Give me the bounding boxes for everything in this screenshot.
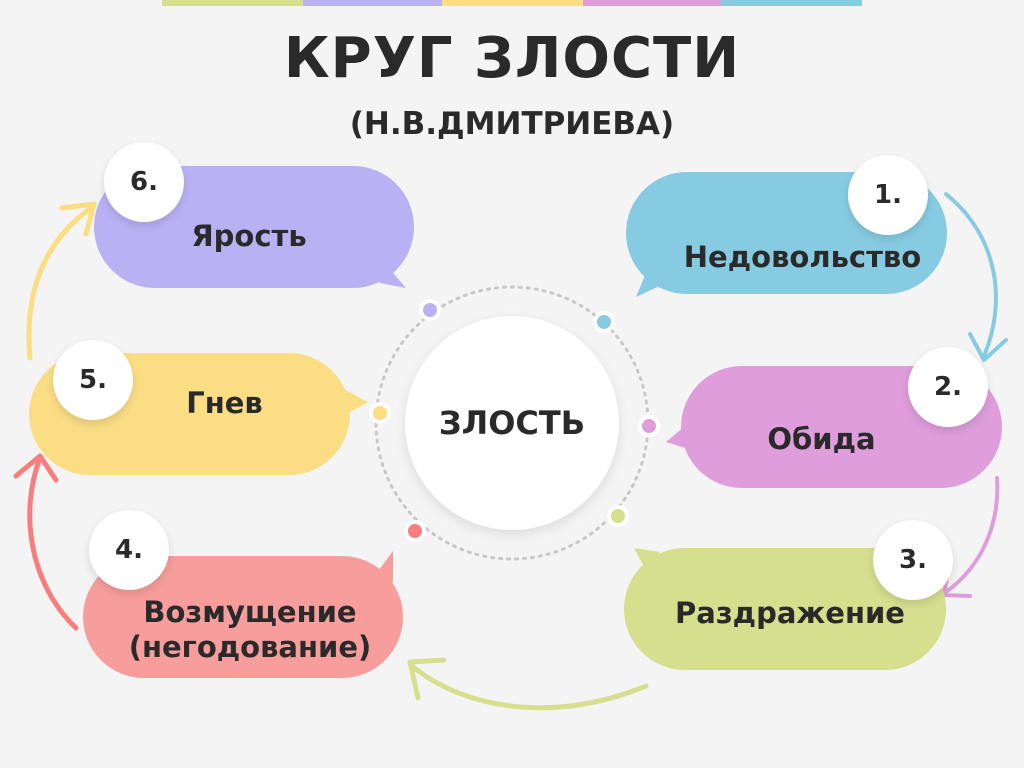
page-title: КРУГ ЗЛОСТИ (283, 26, 741, 91)
page-subtitle: (Н.В.ДМИТРИЕВА) (349, 106, 675, 142)
stage-number-badge-2: 2. (908, 347, 988, 427)
top-bar-green (162, 0, 303, 6)
top-bar-yellow (442, 0, 583, 6)
center-circle: ЗЛОСТЬ (405, 316, 619, 530)
bubble-tail-3 (634, 548, 660, 570)
top-bar-blue (721, 0, 862, 6)
arrow-2-to-3 (944, 476, 1000, 594)
stage-label-1: Недовольство (683, 239, 922, 274)
arrow-5-to-6 (26, 203, 97, 361)
center-label: ЗЛОСТЬ (438, 404, 586, 442)
stage-number-badge-5: 5. (53, 340, 133, 420)
arrow-1-to-2 (944, 192, 998, 358)
stage-label-5: Гнев (186, 385, 263, 420)
arrow-4-to-5 (27, 455, 79, 631)
stage-number-badge-6: 6. (104, 142, 184, 222)
stage-bubble-4: Возмущение (негодование) (83, 556, 403, 678)
stage-label-2: Обида (767, 421, 876, 456)
stage-label-4: Возмущение (негодование) (128, 595, 372, 664)
stage-label-6: Ярость (191, 218, 307, 253)
stage-label-3: Раздражение (675, 595, 905, 630)
top-bar-purple (303, 0, 442, 6)
stage-number-badge-1: 1. (848, 155, 928, 235)
stage-number-badge-3: 3. (873, 520, 953, 600)
top-bar-pink (583, 0, 721, 6)
stage-number-badge-4: 4. (89, 510, 169, 590)
arrow-3-to-4 (409, 663, 649, 711)
